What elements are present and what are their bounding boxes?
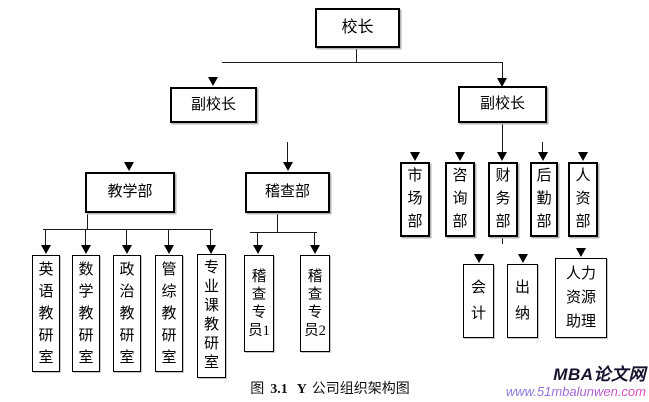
arrow-down-icon <box>164 245 174 254</box>
watermark-site-name: MBA论文网 <box>553 365 646 384</box>
arrow-down-icon <box>518 254 528 263</box>
node-dept-finance: 财务部 <box>488 162 518 237</box>
arrow-down-icon <box>497 152 507 161</box>
arrow-down-icon <box>497 78 507 87</box>
connector-office-drop <box>210 229 211 245</box>
connector-teaching-stub <box>87 214 88 229</box>
node-office-english: 英语教研室 <box>32 255 60 372</box>
connector-root-spread <box>222 62 503 63</box>
arrow-down-icon <box>206 245 216 254</box>
connector-inspector-drop <box>257 232 258 245</box>
arrow-down-icon <box>208 77 218 86</box>
node-dept-consulting: 咨询部 <box>445 162 475 237</box>
connector-vice-right-drop <box>502 62 503 79</box>
watermark: MBA论文网 www.51mbalunwen.com <box>506 360 646 399</box>
connector-root-drop <box>356 48 357 62</box>
arrow-down-icon <box>310 245 320 254</box>
node-inspector-2: 稽查专员2 <box>300 255 330 352</box>
node-dept-hr: 人资部 <box>568 162 598 237</box>
node-dept-logistics: 后勤部 <box>530 162 558 237</box>
figure-caption: 图 3.1 Y 公司组织架构图 <box>225 378 435 398</box>
arrow-down-icon <box>576 248 586 257</box>
arrow-down-icon <box>81 245 91 254</box>
arrow-down-icon <box>474 254 484 263</box>
caption-company: Y <box>296 382 307 397</box>
arrow-down-icon <box>41 245 51 254</box>
connector-office-drop <box>85 229 86 245</box>
node-cashier: 出纳 <box>507 264 538 338</box>
node-vice-principal-right: 副校长 <box>458 86 547 123</box>
arrow-down-icon <box>283 162 293 171</box>
arrow-down-icon <box>122 245 132 254</box>
node-teaching-dept: 教学部 <box>85 172 175 213</box>
connector-inspection-stub <box>277 214 278 232</box>
arrow-down-icon <box>124 162 134 171</box>
connector-inspection-drop <box>287 142 288 163</box>
node-vice-principal-left: 副校长 <box>170 87 257 123</box>
connector-finance-drop <box>502 123 503 152</box>
node-dept-market: 市场部 <box>400 162 430 237</box>
arrow-down-icon <box>455 152 465 161</box>
arrow-down-icon <box>410 152 420 161</box>
connector-office-drop <box>45 229 46 245</box>
node-office-math: 数学教研室 <box>72 255 100 372</box>
connector-office-drop <box>126 229 127 245</box>
arrow-down-icon <box>253 245 263 254</box>
node-principal: 校长 <box>315 8 400 48</box>
node-office-politics: 政治教研室 <box>113 255 141 372</box>
caption-fig-label: 图 <box>250 382 265 397</box>
connector-inspectors-spread <box>250 232 317 233</box>
arrow-down-icon <box>538 152 548 161</box>
connector-office-drop <box>168 229 169 245</box>
node-inspection-dept: 稽查部 <box>245 172 330 213</box>
connector-offices-spread <box>43 229 213 230</box>
connector-logistics-drop <box>542 142 543 153</box>
arrow-down-icon <box>578 152 588 161</box>
connector-finance-stub <box>502 237 503 244</box>
connector-inspector-drop <box>314 232 315 245</box>
node-office-management: 管综教研室 <box>155 255 183 372</box>
node-inspector-1: 稽查专员1 <box>244 255 274 352</box>
watermark-url: www.51mbalunwen.com <box>505 384 646 399</box>
caption-text: 公司组织架构图 <box>311 382 410 397</box>
caption-fig-number: 3.1 <box>270 382 288 397</box>
node-accountant: 会计 <box>463 264 494 338</box>
node-office-specialty: 专业课教研室 <box>197 254 226 378</box>
node-hr-assistant: 人力资源助理 <box>555 258 607 338</box>
